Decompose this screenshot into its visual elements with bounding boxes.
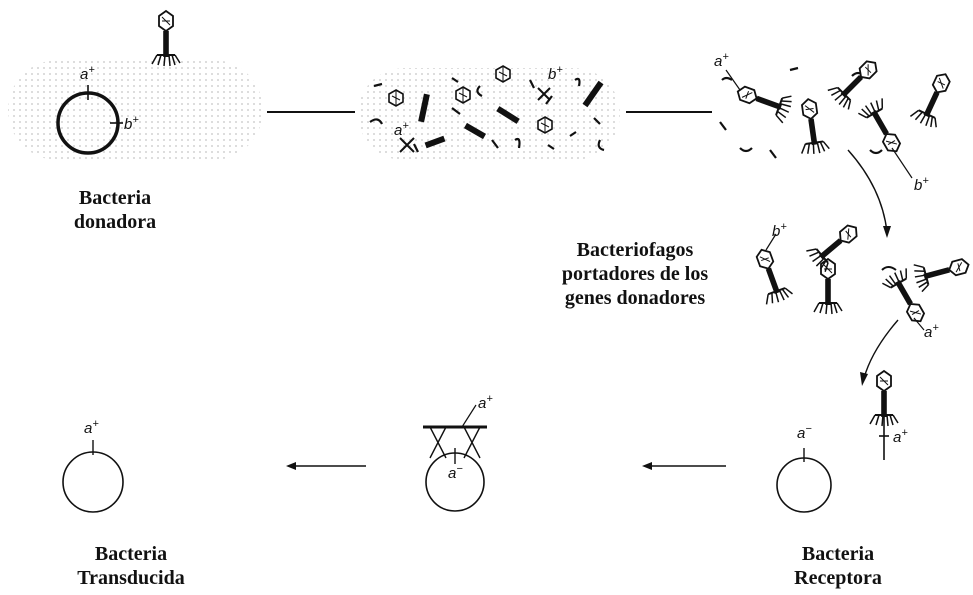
transduced-bacterium <box>63 440 123 512</box>
arrow-to-phage-pool <box>848 150 887 232</box>
donor-bacterium-label: Bacteria donadora <box>60 186 170 234</box>
infecting-phage-icon <box>152 11 180 66</box>
gene-label-a-plus-released: a+ <box>714 51 729 70</box>
recipient-bacterium <box>777 448 831 512</box>
donor-gene-phages <box>748 217 972 330</box>
phage-carriers-label: Bacteriofagos portadores de los genes do… <box>535 238 735 310</box>
gene-label-b-plus-pool: b+ <box>772 221 787 240</box>
released-phages <box>720 53 958 178</box>
gene-label-a-plus-injected: a+ <box>893 427 908 446</box>
arrow-to-recipient <box>864 320 898 378</box>
donor-bacterium <box>8 60 263 160</box>
gene-label-a-plus-pool: a+ <box>924 322 939 341</box>
gene-label-a-minus-recombination: a− <box>448 463 463 482</box>
recombination-bacterium <box>423 405 487 511</box>
gene-label-a-minus-recipient: a− <box>797 423 812 442</box>
lysing-bacterium <box>358 66 620 160</box>
recipient-bacterium-label: Bacteria Receptora <box>778 542 898 590</box>
gene-label-a-plus-transduced: a+ <box>84 418 99 437</box>
gene-label-a-plus-recombination: a+ <box>478 393 493 412</box>
injecting-phage-icon <box>870 371 898 460</box>
gene-label-b-plus-released: b+ <box>914 175 929 194</box>
transduced-bacterium-label: Bacteria Transducida <box>66 542 196 590</box>
